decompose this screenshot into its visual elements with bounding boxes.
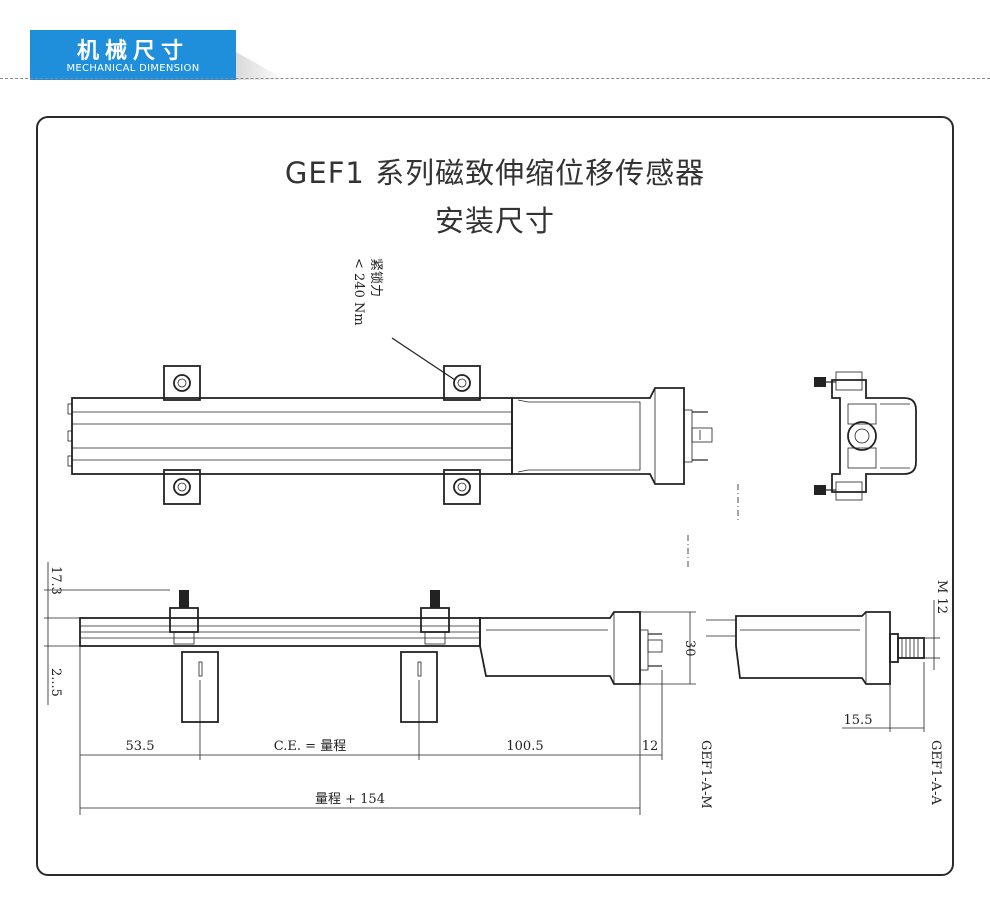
dim-2-5: 2...5 (48, 668, 63, 697)
side-clamp-right (420, 607, 450, 633)
clamp-bolt (453, 374, 471, 392)
clamp-bottom-right (443, 469, 481, 505)
head-housing (511, 387, 685, 485)
analog-head (735, 611, 891, 685)
dim-ce: C.E. = 量程 (274, 739, 346, 754)
dim-m12: M 12 (934, 580, 949, 614)
dim-100-5: 100.5 (506, 739, 543, 754)
end-cap (67, 455, 73, 467)
magnet-slot (198, 661, 203, 677)
drawing-title: GEF1 系列磁致伸缩位移传感器 (284, 156, 706, 190)
model-label-a: GEF1-A-A (928, 740, 943, 805)
head-housing-inner (517, 399, 641, 473)
clamp-bolt-inner (457, 482, 467, 492)
clamp-top-left (163, 365, 201, 401)
end-cap (67, 403, 73, 415)
side-clamp-nut (173, 631, 195, 645)
header-tab: 机械尺寸 MECHANICAL DIMENSION (30, 30, 236, 80)
end-view-clamp-top (835, 371, 863, 391)
header-title-en: MECHANICAL DIMENSION (66, 63, 200, 74)
torque-note-line1: 紧锁力 (368, 258, 384, 297)
drawing-subtitle: 安装尺寸 (434, 204, 555, 238)
side-connector-tab (647, 639, 663, 653)
end-view-bolt (814, 377, 826, 387)
end-view-center-hole-inner (854, 428, 870, 444)
clamp-bolt (173, 478, 191, 496)
connector-block (683, 409, 693, 463)
m12-connector (897, 637, 925, 659)
clamp-bolt-inner (457, 378, 467, 388)
header-title-zh: 机械尺寸 (76, 39, 189, 64)
clamp-top-right (443, 365, 481, 401)
dim-30: 30 (682, 640, 697, 657)
m12-connector-base (889, 633, 899, 663)
dim-total: 量程 + 154 (315, 792, 385, 807)
clamp-bolt (453, 478, 471, 496)
end-view-slot (847, 447, 877, 469)
end-view-center-hole (847, 421, 877, 451)
clamp-bolt-head (179, 590, 189, 608)
end-cap (67, 430, 73, 442)
clamp-bolt-inner (177, 378, 187, 388)
side-view (79, 590, 663, 723)
side-connector (639, 629, 649, 671)
end-view-clamp-bottom (835, 481, 863, 501)
end-view (814, 371, 917, 501)
connector-tab (691, 427, 713, 443)
dim-15-5: 15.5 (844, 713, 873, 728)
dim-53-5: 53.5 (126, 739, 155, 754)
drawing-frame (36, 116, 954, 876)
magnet-slot (417, 661, 422, 677)
profile-body (71, 397, 513, 475)
torque-leader-line (391, 337, 456, 381)
end-view-bolt (814, 485, 826, 495)
torque-note-line2: < 240 Nm (351, 258, 366, 326)
end-view-outline (831, 379, 917, 493)
header-dashed-divider (0, 78, 990, 79)
clamp-bolt-inner (177, 482, 187, 492)
model-label-m: GEF1-A-M (698, 740, 713, 809)
side-view-analog (706, 611, 925, 685)
section-header: 机械尺寸 MECHANICAL DIMENSION (0, 30, 990, 82)
side-clamp-left (169, 607, 199, 633)
clamp-bolt-head (430, 590, 440, 608)
end-view-slot (847, 403, 877, 425)
top-view: 紧锁力 < 240 Nm (67, 258, 713, 505)
side-clamp-nut (424, 631, 446, 645)
dim-17-3: 17.3 (48, 566, 63, 595)
side-head (479, 611, 641, 685)
clamp-bolt (173, 374, 191, 392)
dim-12: 12 (642, 739, 659, 754)
clamp-bottom-left (163, 469, 201, 505)
